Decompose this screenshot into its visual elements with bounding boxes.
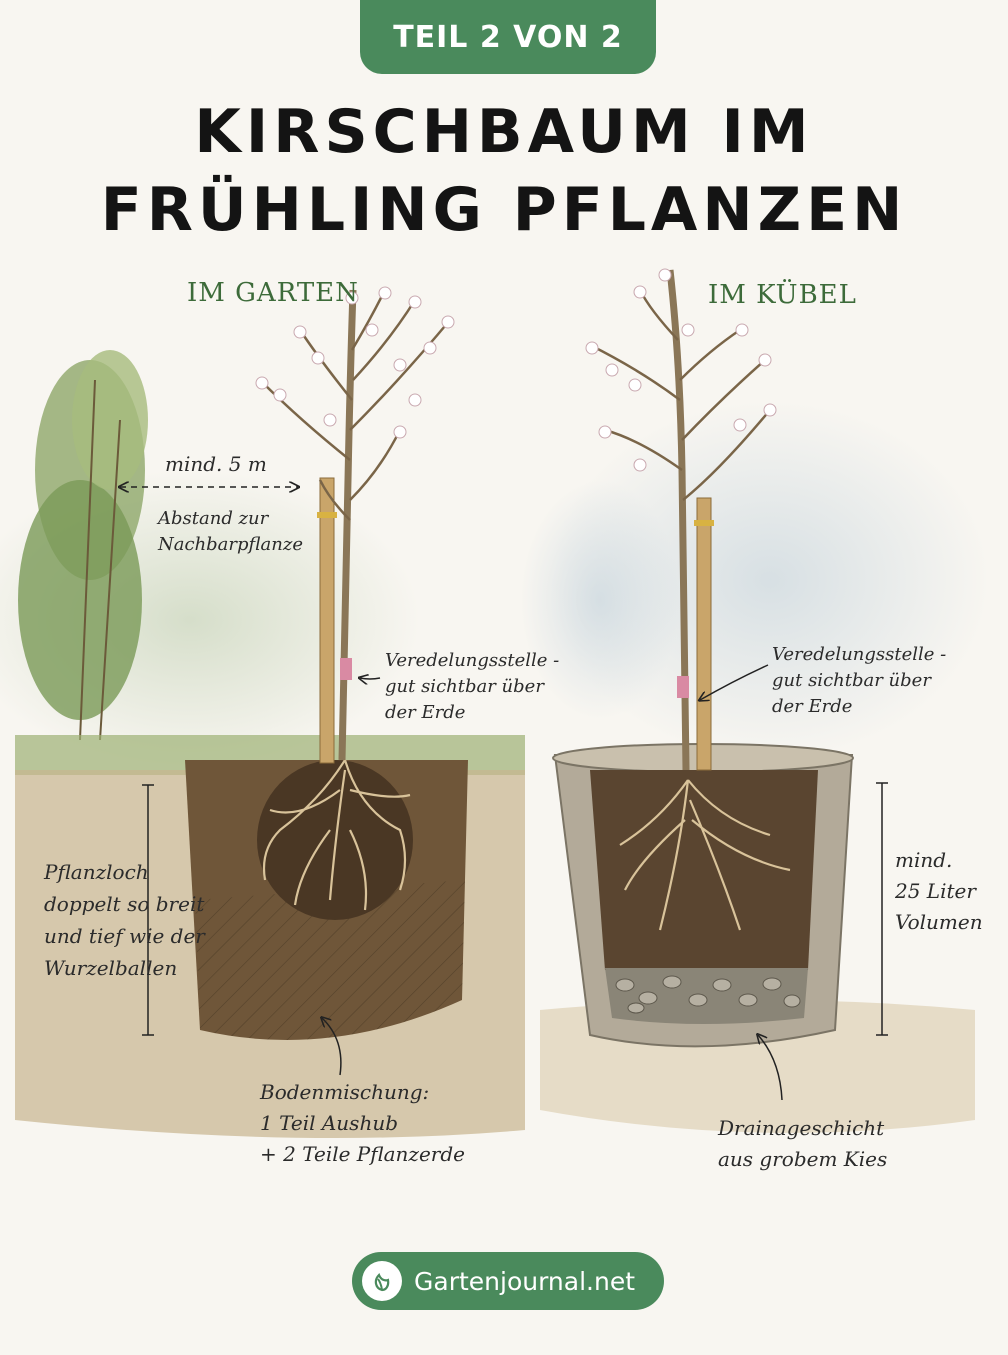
hole-depth-bracket [142, 784, 154, 1036]
blossoms [255, 286, 455, 439]
volume-note-line: mind. [895, 848, 953, 872]
garden-graft-note: Veredelungsstelle - gut sichtbar über de… [385, 648, 559, 726]
distance-label-line: Nachbarpflanze [158, 534, 304, 556]
page-title-line2: FRÜHLING PFLANZEN [100, 175, 908, 245]
graft-note-line: Veredelungsstelle - [772, 644, 947, 665]
distance-label: Abstand zur Nachbarpflanze [158, 506, 303, 558]
hole-note-line: doppelt so breit [44, 892, 205, 916]
soil-mix-note: Bodenmischung: 1 Teil Aushub + 2 Teile P… [260, 1077, 465, 1170]
brand-name: Gartenjournal.net [414, 1266, 636, 1296]
drainage-note: Drainageschicht aus grobem Kies [718, 1113, 887, 1175]
soil-note-line: + 2 Teile Pflanzerde [260, 1142, 465, 1166]
graft-note-line: der Erde [385, 702, 466, 724]
graft-point [340, 658, 352, 680]
distance-label-line: Abstand zur [158, 508, 269, 529]
part-badge: TEIL 2 VON 2 [360, 0, 656, 74]
page-title-line1: KIRSCHBAUM IM [194, 97, 814, 167]
brand-pill[interactable]: Gartenjournal.net [352, 1252, 664, 1310]
graft-note-line: der Erde [772, 696, 853, 718]
soil-note-line: 1 Teil Aushub [260, 1111, 399, 1135]
hole-note-line: Pflanzloch [44, 860, 149, 884]
drainage-note-line: aus grobem Kies [718, 1147, 888, 1171]
graft-note-line: gut sichtbar über [772, 670, 931, 692]
hole-note-line: Wurzelballen [44, 956, 178, 980]
pot-scene [520, 268, 990, 1133]
volume-note-line: 25 Liter [895, 879, 976, 903]
roots [262, 759, 411, 911]
hole-note-line: und tief wie der [44, 924, 205, 948]
support-stake [319, 477, 335, 764]
volume-note-line: Volumen [895, 910, 983, 934]
hedge [18, 350, 148, 741]
planting-hole-note: Pflanzloch doppelt so breit und tief wie… [44, 856, 205, 984]
graft-note-line: Veredelungsstelle - [385, 650, 560, 671]
garden-scene [0, 286, 525, 1138]
pot-heading: IM KÜBEL [708, 280, 857, 310]
volume-bracket [876, 782, 888, 1036]
leaf-logo-icon [362, 1261, 402, 1301]
drainage-note-line: Drainageschicht [718, 1116, 885, 1140]
garden-heading: IM GARTEN [187, 278, 359, 308]
distance-value: mind. 5 m [165, 452, 267, 476]
soil-note-line: Bodenmischung: [260, 1080, 430, 1104]
graft-note-line: gut sichtbar über [385, 676, 544, 698]
pot-graft-note: Veredelungsstelle - gut sichtbar über de… [772, 642, 946, 720]
volume-note: mind. 25 Liter Volumen [895, 845, 983, 938]
drainage-gravel [605, 968, 808, 1024]
